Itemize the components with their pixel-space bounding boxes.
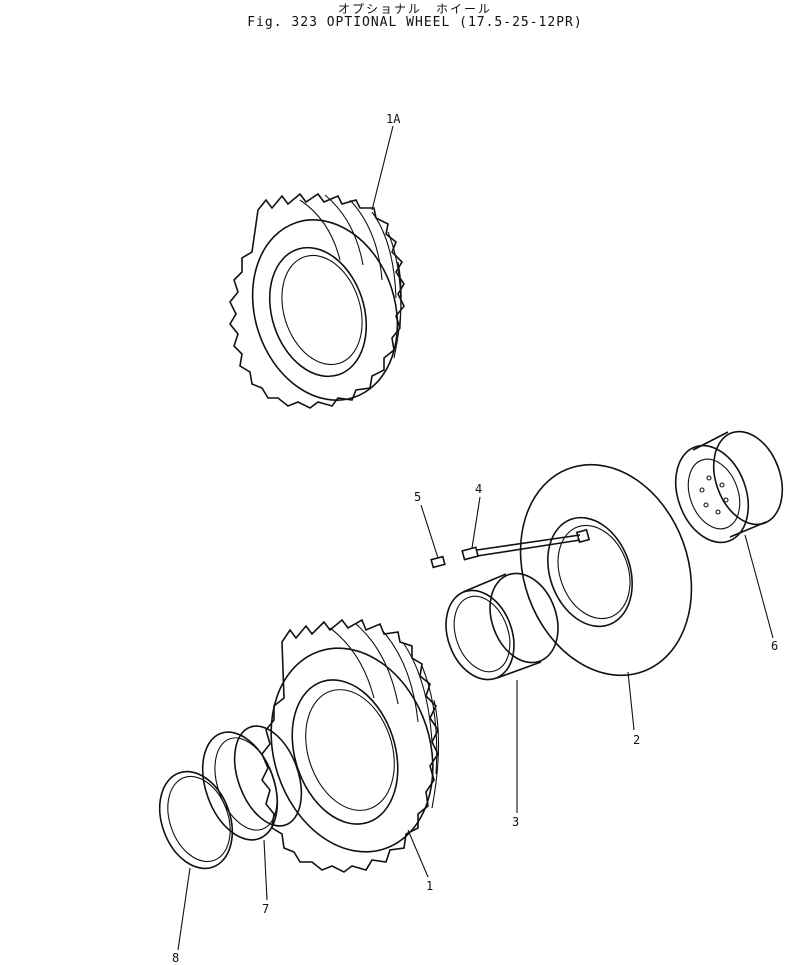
label-1a: 1A <box>386 112 401 126</box>
figure-title: Fig. 323 OPTIONAL WHEEL (17.5-25-12PR) <box>247 15 583 30</box>
label-3: 3 <box>512 815 519 829</box>
label-8: 8 <box>172 951 179 965</box>
rim-6 <box>674 430 784 544</box>
valve-4 <box>461 528 591 561</box>
label-6: 6 <box>771 639 778 653</box>
flap-2 <box>519 463 693 677</box>
label-5: 5 <box>414 490 421 504</box>
figure-title-japanese: オプショナル ホイール <box>337 2 492 16</box>
valve-cap-5 <box>430 555 446 569</box>
label-4: 4 <box>475 482 482 496</box>
label-7: 7 <box>262 902 269 916</box>
rim-3 <box>445 572 559 681</box>
leader-lines <box>177 125 774 951</box>
side-ring-8 <box>158 770 234 870</box>
tire-1 <box>261 618 440 873</box>
label-1: 1 <box>426 879 433 893</box>
lock-ring-7 <box>201 725 303 841</box>
tire-1a <box>229 192 405 409</box>
label-2: 2 <box>633 733 640 747</box>
